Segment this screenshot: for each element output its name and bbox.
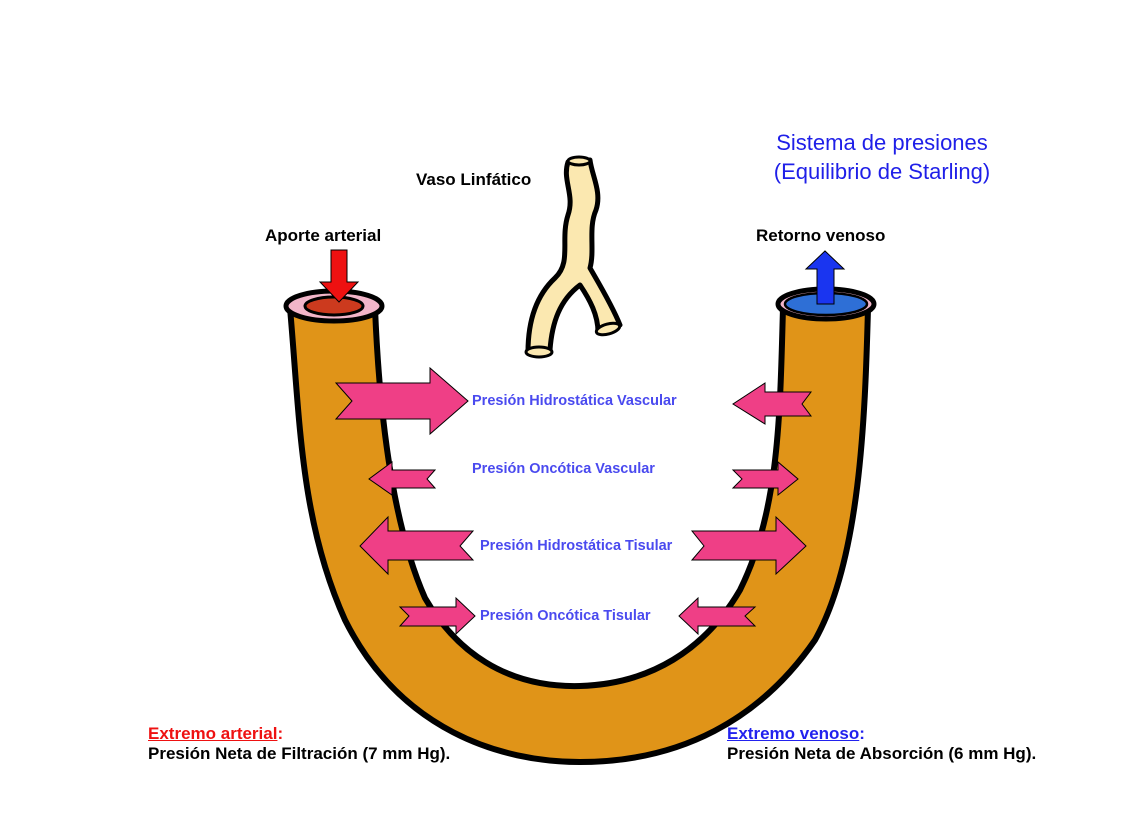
pressure-arrow-ht-arterial — [359, 515, 475, 576]
arterial-end-heading: Extremo arterial — [148, 724, 278, 743]
pressure-label-oncotica-tisular: Presión Oncótica Tisular — [480, 608, 651, 624]
venous-return-arrow — [804, 250, 846, 305]
pressure-arrow-hv-venous — [732, 382, 812, 425]
pressure-arrow-hv-arterial — [334, 366, 469, 436]
title-line-1: Sistema de presiones — [776, 130, 988, 155]
pressure-arrow-ov-arterial — [368, 461, 437, 496]
arterial-end-colon: : — [277, 724, 284, 743]
venous-end-colon: : — [859, 724, 865, 743]
lymphatic-vessel — [524, 155, 623, 359]
diagram-title: Sistema de presiones (Equilibrio de Star… — [760, 128, 1004, 186]
venous-end-heading: Extremo venoso — [727, 724, 860, 743]
pressure-label-hidrostatica-tisular: Presión Hidrostática Tisular — [480, 538, 673, 554]
pressure-arrow-ot-arterial — [398, 596, 476, 636]
title-line-2: (Equilibrio de Starling) — [773, 159, 991, 184]
venous-return-label: Retorno venoso — [756, 226, 886, 245]
pressure-label-oncotica-vascular: Presión Oncótica Vascular — [472, 461, 655, 477]
pressure-arrow-ot-venous — [678, 596, 757, 636]
venous-end-text: Presión Neta de Absorción (6 mm Hg). — [727, 744, 1037, 763]
arterial-supply-arrow — [318, 249, 360, 303]
lymphatic-vessel-label: Vaso Linfático — [416, 170, 532, 189]
arterial-supply-label: Aporte arterial — [265, 226, 382, 245]
pressure-label-hidrostatica-vascular: Presión Hidrostática Vascular — [472, 393, 677, 409]
arterial-end-note: Extremo arterial: Presión Neta de Filtra… — [148, 724, 450, 764]
arterial-end-text: Presión Neta de Filtración (7 mm Hg). — [148, 744, 451, 763]
venous-end-note: Extremo venoso: Presión Neta de Absorció… — [727, 724, 1036, 764]
pressure-arrow-ht-venous — [690, 515, 807, 576]
pressure-arrow-ov-venous — [731, 460, 799, 497]
capillary-vessel — [287, 305, 871, 765]
